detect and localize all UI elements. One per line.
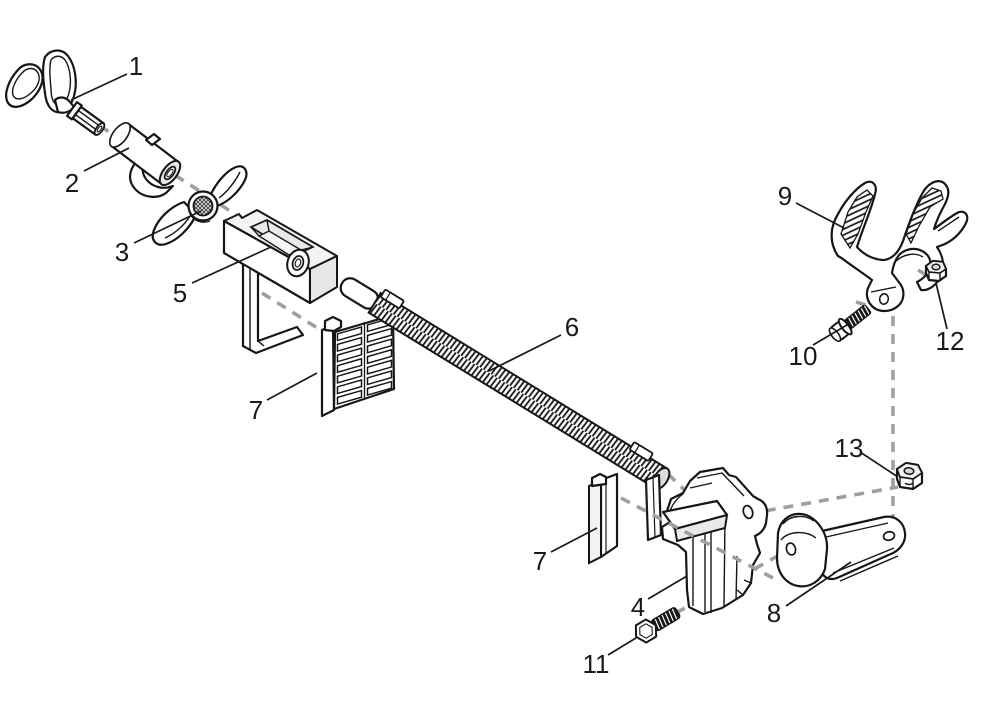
callout-13: 13: [835, 433, 899, 478]
fork-serrations-left: [840, 189, 874, 250]
leader-line: [859, 451, 899, 478]
leader-line: [266, 372, 318, 401]
callout-11: 11: [583, 637, 637, 679]
callout-1: 1: [70, 51, 143, 101]
rod-stop-collar-lower: [629, 441, 654, 462]
part-5-mount-bracket: [222, 209, 338, 355]
callout-label: 7: [249, 395, 263, 425]
callout-label: 2: [65, 168, 79, 198]
callout-label: 9: [778, 181, 792, 211]
callout-9: 9: [778, 181, 845, 229]
callout-6: 6: [488, 312, 579, 372]
callouts: 1 2 3 5 7 6 9 10: [65, 51, 965, 679]
part-12-fork-nut: [924, 259, 948, 283]
callout-3: 3: [115, 210, 202, 267]
part-7-grip-pad-lower: [588, 472, 619, 565]
callout-2: 2: [65, 147, 130, 198]
callout-10: 10: [789, 324, 848, 371]
leader-line: [935, 282, 948, 330]
part-11-pivot-bolt: [634, 607, 681, 644]
callout-label: 3: [115, 237, 129, 267]
callout-label: 6: [565, 312, 579, 342]
callout-label: 5: [173, 278, 187, 308]
rod-stop-collar-upper: [380, 289, 405, 309]
leader-line: [70, 73, 128, 101]
callout-label: 10: [789, 341, 818, 371]
leader-line: [191, 246, 272, 284]
wing-bolt-stud: [65, 101, 106, 136]
leader-line: [133, 210, 202, 244]
part-10-fork-bolt: [828, 304, 872, 343]
part-13-pivot-nut: [895, 461, 924, 491]
pad-ribs-left-column: [336, 326, 363, 406]
clamp-pivot-hole: [742, 504, 754, 520]
part-8-cam-lever: [775, 512, 907, 588]
leader-line: [607, 637, 637, 656]
part-2-bushing-sleeve: [108, 122, 182, 198]
callout-label: 8: [767, 598, 781, 628]
wing-nut-threaded-hole: [192, 195, 214, 217]
leader-line: [550, 527, 598, 553]
lever-hub-hole: [785, 542, 797, 556]
fork-serrations-right: [905, 187, 944, 245]
callout-12: 12: [935, 282, 965, 356]
callout-7-upper: 7: [249, 372, 318, 425]
callout-5: 5: [173, 246, 272, 308]
callout-label: 7: [533, 546, 547, 576]
callout-7-lower: 7: [533, 527, 598, 576]
leader-line: [785, 561, 852, 607]
part-9-rod-rest-fork: [830, 180, 969, 313]
leader-line: [812, 324, 848, 346]
axis-line-clamp-to-nut: [747, 485, 899, 516]
callout-label: 13: [835, 433, 864, 463]
callout-8: 8: [767, 561, 852, 628]
callout-label: 1: [129, 51, 143, 81]
leader-line: [647, 575, 688, 600]
callout-4: 4: [631, 575, 688, 622]
part-4-clamp-body: [644, 466, 769, 616]
part-7-grip-pad-upper: [320, 313, 396, 418]
part-1-wing-bolt: [5, 49, 106, 136]
leader-line: [488, 334, 562, 372]
leader-line: [83, 147, 130, 172]
axis-line-knob-to-rod: [99, 124, 349, 290]
callout-label: 12: [936, 326, 965, 356]
callout-label: 4: [631, 592, 645, 622]
part-6-threaded-rod: [339, 277, 671, 490]
leader-line: [795, 202, 845, 229]
fork-mount-hole: [878, 293, 890, 305]
callout-label: 11: [583, 649, 610, 679]
lever-end-hole: [882, 530, 896, 542]
